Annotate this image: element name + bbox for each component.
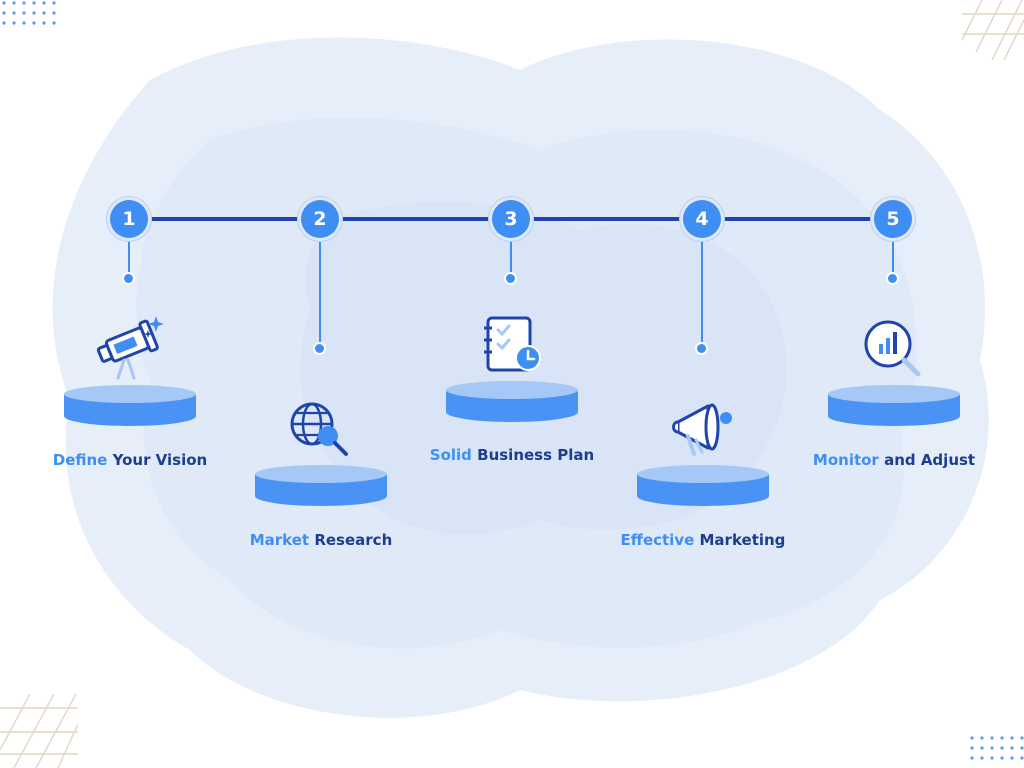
pedestal-5: [828, 385, 960, 426]
step-label-rest: Marketing: [694, 531, 786, 549]
megaphone-icon: [672, 403, 732, 456]
step-label-rest: Your Vision: [107, 451, 208, 469]
step-badge-5: 5: [874, 200, 912, 238]
step-label-5: Monitor and Adjust: [774, 451, 1014, 469]
step-label-rest: Research: [309, 531, 393, 549]
pedestal-2: [255, 465, 387, 506]
dot-grid-decoration: [970, 736, 1024, 760]
pedestal-3: [446, 381, 578, 422]
step-label-accent: Define: [52, 451, 108, 469]
step-label-4: Effective Marketing: [583, 531, 823, 549]
connector-dot-1: [124, 274, 133, 283]
step-label-3: Solid Business Plan: [392, 446, 632, 464]
step-label-rest: and Adjust: [878, 451, 976, 469]
magnifier-chart-icon: [864, 320, 921, 377]
connector-dot-2: [315, 344, 324, 353]
connector-5: [892, 221, 894, 277]
dot-grid-decoration: [2, 1, 56, 25]
connector-4: [701, 221, 703, 347]
connector-3: [510, 221, 512, 277]
connector-1: [128, 221, 130, 277]
step-badge-2: 2: [301, 200, 339, 238]
connector-dot-5: [888, 274, 897, 283]
globe-search-icon: [290, 402, 348, 456]
step-badge-3: 3: [492, 200, 530, 238]
notebook-checklist-icon: [484, 316, 541, 372]
telescope-icon: [96, 316, 164, 380]
diagonal-lines-decoration: [0, 694, 78, 768]
step-label-accent: Monitor: [812, 451, 879, 469]
step-label-accent: Solid: [429, 446, 472, 464]
step-badge-1: 1: [110, 200, 148, 238]
connector-2: [319, 221, 321, 347]
pedestal-4: [637, 465, 769, 506]
step-label-2: Market Research: [201, 531, 441, 549]
step-label-1: Define Your Vision: [10, 451, 250, 469]
step-label-rest: Business Plan: [471, 446, 595, 464]
step-label-accent: Effective: [620, 531, 695, 549]
step-badge-4: 4: [683, 200, 721, 238]
connector-dot-4: [697, 344, 706, 353]
step-label-accent: Market: [249, 531, 310, 549]
pedestal-1: [64, 385, 196, 426]
connector-dot-3: [506, 274, 515, 283]
diagonal-lines-decoration: [962, 0, 1024, 60]
